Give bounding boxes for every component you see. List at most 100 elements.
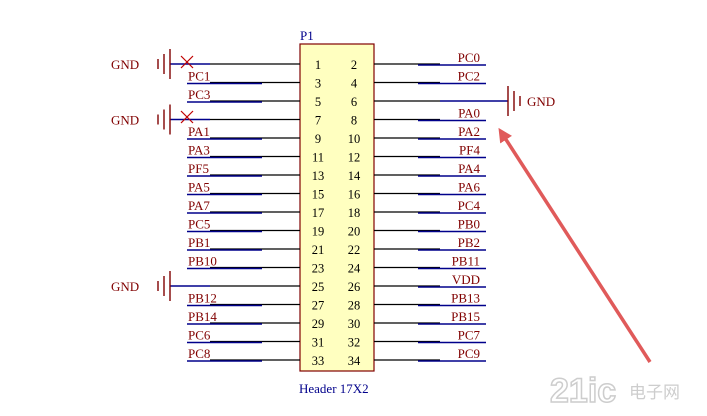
- net-label: PC8: [188, 346, 210, 361]
- pin-number: 33: [312, 354, 325, 368]
- pin-right-10: PA2 10: [348, 124, 486, 146]
- net-label: PB2: [458, 235, 480, 250]
- pin-number: 1: [315, 58, 321, 72]
- pin-number: 13: [312, 169, 325, 183]
- net-label: PB11: [452, 254, 480, 269]
- pin-number: 4: [351, 77, 358, 91]
- pin-number: 14: [348, 169, 361, 183]
- pin-number: 28: [348, 299, 361, 313]
- net-label: PC9: [458, 346, 480, 361]
- header-body: [299, 43, 375, 372]
- net-label: PB14: [188, 309, 217, 324]
- net-label: PB1: [188, 235, 210, 250]
- pin-number: 34: [348, 354, 361, 368]
- pin-number: 12: [348, 151, 361, 165]
- pin-number: 9: [315, 132, 321, 146]
- pin-right-26: VDD 26: [348, 272, 486, 294]
- pin-left-9: PA1 9: [187, 124, 321, 146]
- ground-label: GND: [111, 113, 139, 128]
- net-label: PA0: [458, 106, 480, 121]
- pin-left-23: PB10 23: [187, 254, 324, 276]
- net-label: PB10: [188, 254, 217, 269]
- pin-number: 7: [315, 114, 321, 128]
- pin-left-25: 25: [210, 280, 324, 294]
- pin-number: 15: [312, 188, 325, 202]
- pin-left-19: PC5 19: [187, 217, 324, 239]
- net-label: PB15: [451, 309, 480, 324]
- pin-number: 27: [312, 299, 325, 313]
- ground-label: GND: [111, 279, 139, 294]
- net-label: PB0: [458, 217, 480, 232]
- component-designator: P1: [300, 28, 314, 43]
- pin-left-17: PA7 17: [187, 198, 324, 220]
- component-type-label: Header 17X2: [299, 381, 369, 396]
- pin-number: 17: [312, 206, 325, 220]
- pin-right-16: PA6 16: [348, 180, 486, 202]
- pin-number: 3: [315, 77, 321, 91]
- net-label: PA6: [458, 180, 480, 195]
- net-label: PF4: [459, 143, 480, 158]
- pin-number: 22: [348, 243, 361, 257]
- net-label: PA1: [188, 124, 210, 139]
- ground-symbols-layer: GND GND GND GND: [111, 49, 555, 301]
- pin-right-30: PB15 30: [348, 309, 486, 331]
- pin-number: 16: [348, 188, 361, 202]
- pin-number: 25: [312, 280, 325, 294]
- ground-label: GND: [527, 94, 555, 109]
- pin-right-34: PC9 34: [348, 346, 486, 368]
- no-connect-marker: [180, 55, 194, 124]
- pin-number: 21: [312, 243, 325, 257]
- pin-right-14: PA4 14: [348, 161, 486, 183]
- pin-number: 10: [348, 132, 361, 146]
- net-label: PC4: [458, 198, 481, 213]
- net-label: PA7: [188, 198, 210, 213]
- pin-number: 30: [348, 317, 361, 331]
- pin-number: 19: [312, 225, 325, 239]
- pin-number: 8: [351, 114, 357, 128]
- net-label: PA5: [188, 180, 210, 195]
- pin-right-8: PA0 8: [351, 106, 486, 128]
- pin-number: 11: [312, 151, 324, 165]
- pin-left-21: PB1 21: [187, 235, 324, 257]
- pin-number: 29: [312, 317, 325, 331]
- ground-symbol: GND: [440, 86, 555, 116]
- net-label: PA4: [458, 161, 480, 176]
- pin-left-7: 7: [210, 114, 321, 128]
- pin-number: 23: [312, 262, 325, 276]
- pin-number: 6: [351, 95, 357, 109]
- pin-left-13: PF5 13: [187, 161, 324, 183]
- pin-left-5: PC3 5: [187, 87, 321, 109]
- pin-right-12: PF4 12: [348, 143, 486, 165]
- watermark-subtext: 电子网: [629, 383, 680, 402]
- watermark-logo: 21ic 电子网: [549, 371, 680, 411]
- net-label: VDD: [452, 272, 480, 287]
- pin-left-15: PA5 15: [187, 180, 324, 202]
- net-label: PF5: [188, 161, 209, 176]
- net-label: PC6: [188, 328, 211, 343]
- pin-right-6: 6: [351, 95, 440, 109]
- net-label: PA2: [458, 124, 480, 139]
- net-label: PC5: [188, 217, 210, 232]
- ground-label: GND: [111, 57, 139, 72]
- pin-left-33: PC8 33: [187, 346, 324, 368]
- ground-symbol: GND: [111, 49, 210, 79]
- pin-number: 26: [348, 280, 361, 294]
- pin-left-29: PB14 29: [187, 309, 324, 331]
- net-label: PC3: [188, 87, 210, 102]
- pin-number: 32: [348, 336, 361, 350]
- pin-number: 5: [315, 95, 321, 109]
- pin-right-22: PB2 22: [348, 235, 486, 257]
